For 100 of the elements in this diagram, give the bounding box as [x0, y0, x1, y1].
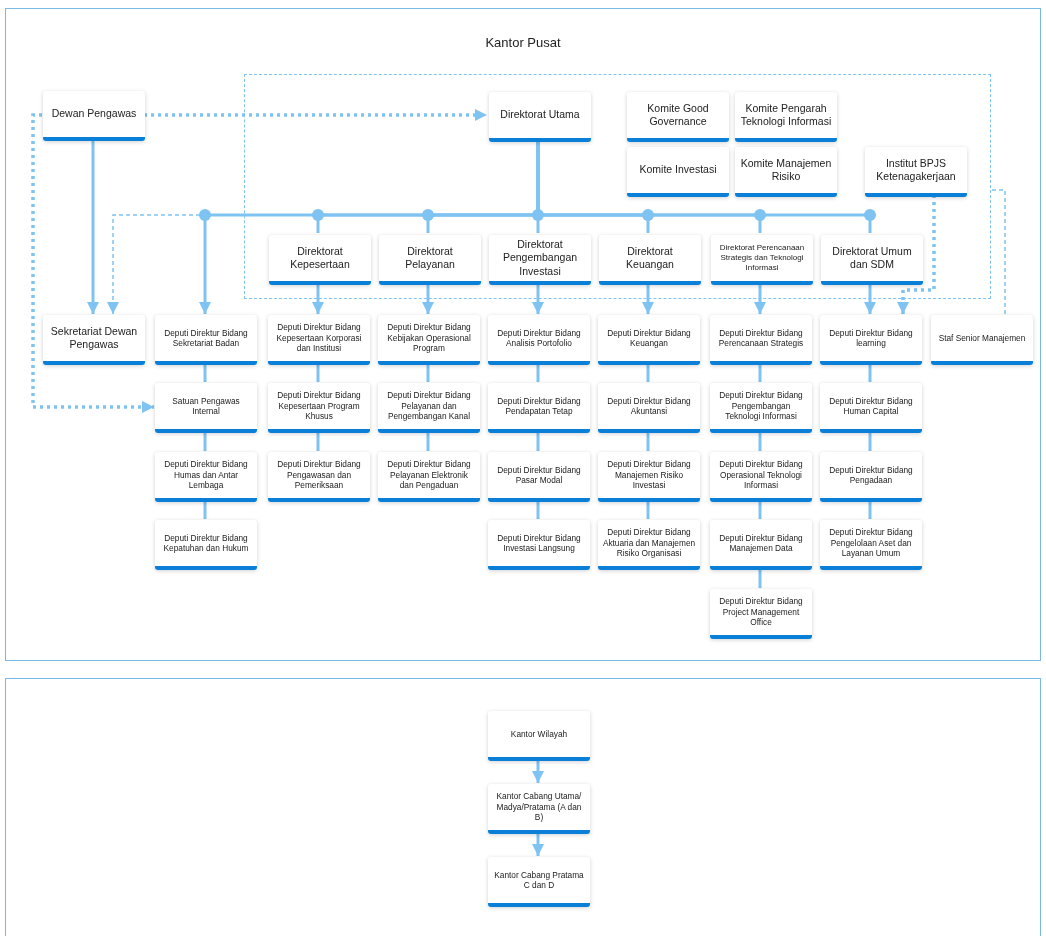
org-unit-box: [488, 383, 590, 433]
org-unit-box: [378, 452, 480, 502]
connector-line: [758, 432, 762, 451]
arrow: [422, 283, 434, 314]
org-unit-box: [598, 520, 700, 570]
unit-label: Direktorat Keuangan: [625, 244, 675, 272]
arrow: [642, 283, 654, 314]
org-unit-box: [155, 520, 257, 570]
unit-label: Sekretariat Dewan Pengawas: [49, 324, 139, 352]
unit-label: Deputi Direktur Bidang Pengelolaan Aset dan Layanan Umum: [828, 527, 914, 559]
org-unit-box: [820, 383, 922, 433]
org-unit-box: [155, 383, 257, 433]
org-unit-box: [710, 520, 812, 570]
connector-line: [868, 364, 872, 382]
arrow: [312, 283, 324, 314]
connector-line: [536, 432, 540, 451]
unit-label: Deputi Direktur Bidang learning: [828, 327, 914, 349]
org-unit-box: [820, 315, 922, 365]
unit-label: Satuan Pengawas Internal: [171, 395, 241, 417]
unit-label: Kantor Cabang Pratama C dan D: [493, 869, 585, 891]
arrow: [532, 833, 544, 856]
unit-label: Direktorat Pengembangan Investasi: [501, 238, 579, 278]
org-unit-box: [931, 315, 1033, 365]
connector-line: [203, 432, 207, 451]
org-unit-box: [155, 452, 257, 502]
unit-label: Deputi Direktur Bidang Perencanaan Strategis: [717, 327, 805, 349]
unit-label: Deputi Direktur Bidang Aktuaria dan Manajemen Risiko Organisasi: [602, 527, 696, 559]
org-unit-box: [821, 235, 923, 285]
section-panel: [5, 678, 1041, 936]
section-panel: [5, 8, 1041, 661]
unit-label: Deputi Direktur Bidang Pasar Modal: [496, 464, 582, 486]
connector-line: [758, 569, 762, 588]
unit-label: Deputi Direktur Bidang Humas dan Antar Lembaga: [163, 459, 249, 491]
unit-label: Komite Manajemen Risiko: [739, 156, 833, 184]
org-unit-box: [488, 452, 590, 502]
arrow: [87, 140, 99, 314]
connector-line: [203, 364, 207, 382]
org-unit-box: [378, 383, 480, 433]
unit-label: Direktorat Umum dan SDM: [831, 244, 913, 272]
unit-label: Deputi Direktur Bidang Pengembangan Teknologi Informasi: [718, 390, 804, 422]
arrow: [532, 760, 544, 783]
unit-label: Deputi Direktur Bidang Pengawasan dan Pemeriksaan: [276, 459, 362, 491]
arrow: [754, 283, 766, 314]
org-unit-box: [820, 452, 922, 502]
connector-line: [646, 432, 650, 451]
unit-label: Deputi Direktur Bidang Kebijakan Operasional Program: [386, 322, 472, 354]
unit-label: Komite Pengarah Teknologi Informasi: [739, 101, 833, 129]
org-unit-box: [820, 520, 922, 570]
connector-line: [426, 432, 430, 451]
org-unit-box: [598, 383, 700, 433]
unit-label: Deputi Direktur Bidang Analisis Portofolio: [496, 327, 582, 349]
connector-line: [646, 364, 650, 382]
connector-line: [316, 364, 320, 382]
unit-label: Deputi Direktur Bidang Pelayanan dan Pengembangan Kanal: [386, 390, 472, 422]
unit-label: Direktorat Kepesertaan: [289, 244, 351, 272]
org-unit-box: [627, 147, 729, 197]
connector-line: [646, 501, 650, 519]
connector-line: [989, 189, 1006, 315]
unit-label: Deputi Direktur Bidang Kepesertaan Korporasi dan Institusi: [275, 322, 363, 354]
unit-label: Deputi Direktur Bidang Manajemen Data: [718, 532, 804, 554]
unit-label: Staf Senior Manajemen: [938, 332, 1026, 344]
connector-line: [426, 364, 430, 382]
unit-label: Deputi Direktur Bidang Kepesertaan Program Khusus: [276, 390, 362, 422]
org-unit-box: [379, 235, 481, 285]
arrow: [31, 113, 154, 413]
org-unit-box: [735, 92, 837, 142]
connector-line: [536, 501, 540, 519]
unit-label: Direktorat Utama: [500, 108, 580, 122]
org-unit-box: [378, 315, 480, 365]
org-unit-box: [268, 315, 370, 365]
connector-line: [203, 501, 207, 519]
unit-label: Deputi Direktur Bidang Investasi Langsung: [496, 532, 582, 554]
org-unit-box: [489, 235, 591, 285]
org-unit-box: [599, 235, 701, 285]
org-unit-box: [268, 452, 370, 502]
unit-label: Deputi Direktur Bidang Akuntansi: [606, 395, 692, 417]
org-unit-box: [488, 315, 590, 365]
org-unit-box: [710, 315, 812, 365]
unit-label: Deputi Direktur Bidang Sekretariat Badan: [163, 327, 249, 349]
org-unit-box: [598, 315, 700, 365]
unit-label: Deputi Direktur Bidang Project Management Office: [718, 596, 804, 628]
org-unit-box: [489, 92, 591, 142]
org-unit-box: [269, 235, 371, 285]
org-unit-box: [488, 784, 590, 834]
connector-line: [758, 501, 762, 519]
org-unit-box: [43, 91, 145, 141]
org-unit-box: [598, 452, 700, 502]
org-unit-box: [488, 520, 590, 570]
org-unit-box: [710, 589, 812, 639]
org-unit-box: [43, 315, 145, 365]
org-unit-box: [711, 235, 813, 285]
org-unit-box: [268, 383, 370, 433]
arrow: [144, 109, 487, 121]
section-title: Kantor Pusat: [484, 35, 562, 50]
unit-label: Dewan Pengawas: [51, 107, 137, 121]
arrow: [532, 283, 544, 314]
org-unit-box: [710, 383, 812, 433]
unit-label: Deputi Direktur Bidang Operasional Teknologi Informasi: [718, 459, 804, 491]
arrow: [897, 195, 936, 314]
org-unit-box: [627, 92, 729, 142]
